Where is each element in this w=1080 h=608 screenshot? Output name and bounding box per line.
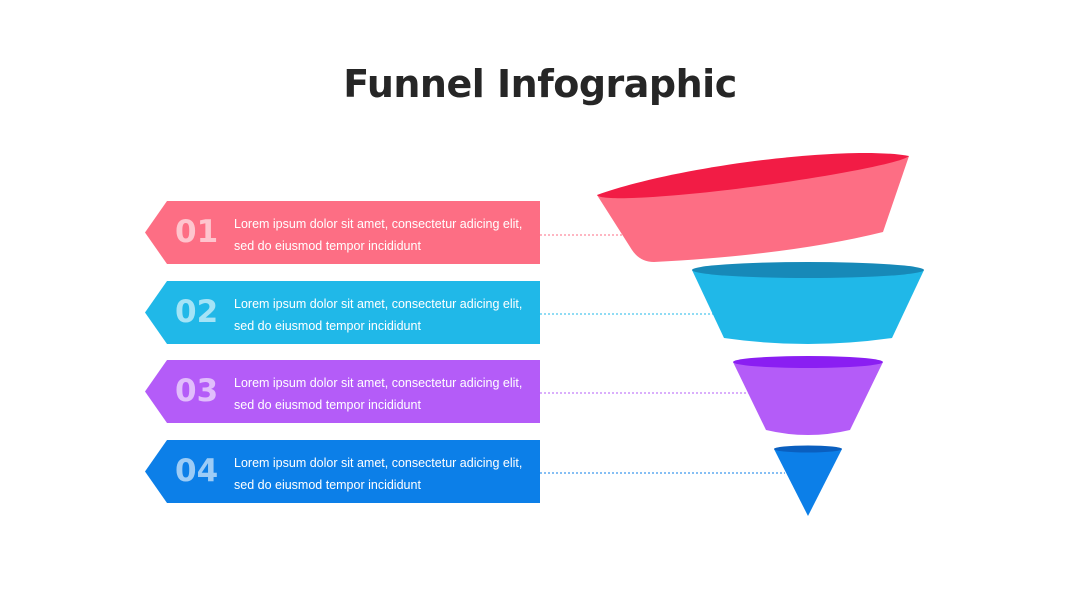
- funnel-layer-1: [597, 152, 909, 262]
- stage-text: Lorem ipsum dolor sit amet, consectetur …: [234, 376, 523, 412]
- stage-banner-3: 03 Lorem ipsum dolor sit amet, consectet…: [145, 360, 540, 423]
- stage-banner-4: 04 Lorem ipsum dolor sit amet, consectet…: [145, 440, 540, 503]
- stage-number: 02: [175, 294, 219, 330]
- stage-text: Lorem ipsum dolor sit amet, consectetur …: [234, 217, 523, 253]
- stage-banner-1: 01 Lorem ipsum dolor sit amet, consectet…: [145, 201, 540, 264]
- funnel-layer-3: [733, 356, 883, 435]
- stage-text: Lorem ipsum dolor sit amet, consectetur …: [234, 456, 523, 492]
- page-title: Funnel Infographic: [343, 62, 737, 106]
- funnel-layer-4: [774, 445, 842, 516]
- funnel-layer-2: [692, 262, 924, 344]
- stage-banner-2: 02 Lorem ipsum dolor sit amet, consectet…: [145, 281, 540, 344]
- stage-number: 01: [175, 214, 219, 250]
- stage-number: 04: [175, 453, 219, 489]
- stage-text: Lorem ipsum dolor sit amet, consectetur …: [234, 297, 523, 333]
- stage-number: 03: [175, 373, 219, 409]
